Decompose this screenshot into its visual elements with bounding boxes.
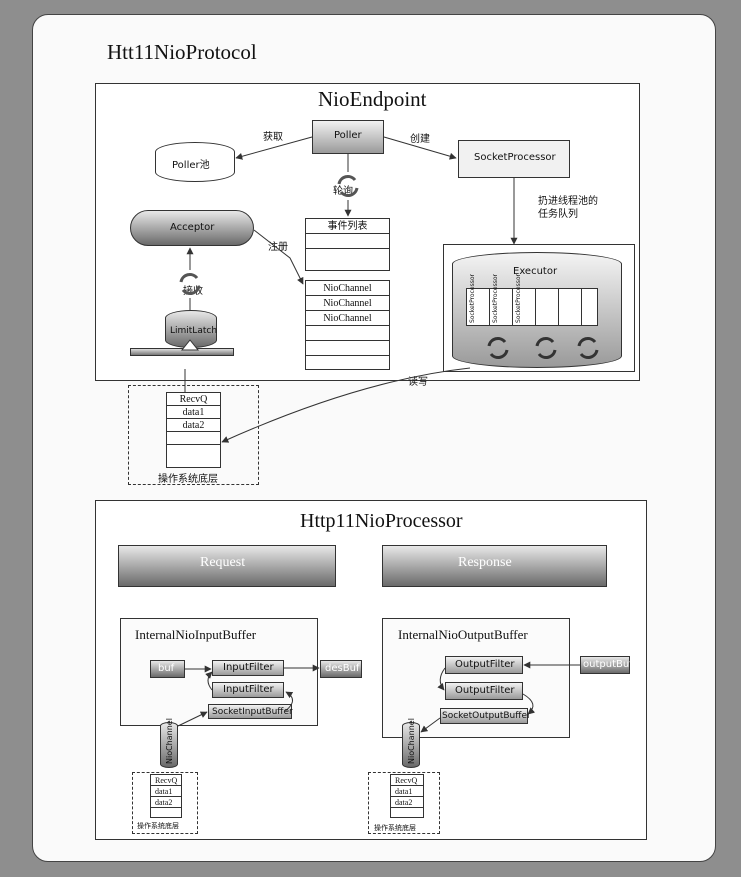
- arrow-channel-input: [177, 711, 208, 727]
- limit-latch-label: LimitLatch: [170, 326, 218, 336]
- processor-title: Http11NioProcessor: [300, 510, 463, 532]
- os-layer-frame: [128, 385, 259, 485]
- cycle-icon: [535, 337, 557, 359]
- input-filter-1-label: InputFilter: [223, 662, 274, 673]
- buf-label: buf: [158, 663, 175, 674]
- mini-os-right-caption: 操作系统底层: [374, 824, 416, 832]
- input-filter-1: [212, 660, 284, 676]
- poller-box: [312, 120, 384, 154]
- executor-slot: SocketProcessor: [513, 274, 536, 325]
- arrow-filter-chain-out-2: [522, 693, 536, 715]
- executor-label: Executor: [513, 266, 558, 277]
- des-buf-box: [320, 660, 362, 678]
- event-list-row: [306, 234, 389, 249]
- input-filter-2-label: InputFilter: [223, 684, 274, 695]
- nio-channel-list: NioChannel NioChannel NioChannel: [305, 280, 390, 370]
- arrow-readwrite: [221, 367, 471, 443]
- acceptor-box: [130, 210, 254, 246]
- latch-base: [130, 348, 234, 356]
- output-filter-1: [445, 656, 523, 674]
- endpoint-title: NioEndpoint: [318, 87, 427, 111]
- mini-os-right-row: data2: [391, 797, 423, 808]
- event-list-header: 事件列表: [306, 219, 389, 234]
- executor-slot: [559, 289, 582, 325]
- readwrite-label: 读写: [408, 377, 428, 388]
- socket-processor-label: SocketProcessor: [474, 152, 556, 163]
- acceptor-label: Acceptor: [170, 222, 215, 233]
- input-buffer-title: InternalNioInputBuffer: [135, 627, 257, 642]
- os-recvq-row: data2: [167, 419, 220, 432]
- os-recvq-row: [167, 432, 220, 445]
- nio-channel-row: [306, 326, 389, 341]
- output-buf-label: outputBuf: [583, 659, 633, 670]
- mini-os-right-header: RecvQ: [391, 775, 423, 786]
- mini-os-right-frame: [368, 772, 440, 834]
- mini-os-right-row: data1: [391, 786, 423, 797]
- os-recvq-row: data1: [167, 406, 220, 419]
- executor-queue: SocketProcessor SocketProcessor SocketPr…: [466, 274, 598, 326]
- output-filter-1-label: OutputFilter: [455, 659, 515, 670]
- nio-channel-cylinder-left: [160, 722, 178, 768]
- executor-slot: SocketProcessor: [467, 274, 490, 325]
- os-recvq-table: RecvQ data1 data2: [166, 392, 221, 468]
- create-label: 创建: [410, 134, 430, 145]
- nio-channel-row: NioChannel: [306, 296, 389, 311]
- executor-slot: [536, 289, 559, 325]
- des-buf-label: desBuf: [325, 663, 360, 674]
- fetch-label: 获取: [263, 132, 283, 143]
- enqueue-label: 扔进线程池的任务队列: [538, 196, 598, 220]
- nio-channel-row: [306, 341, 389, 356]
- mini-os-left-row: data1: [151, 786, 181, 797]
- mini-os-left-row: data2: [151, 797, 181, 808]
- cycle-icon: [337, 175, 359, 197]
- arrow-create: [383, 136, 457, 160]
- poll-label: 轮询: [333, 186, 353, 197]
- output-filter-2: [445, 682, 523, 700]
- register-label: 注册: [268, 242, 288, 253]
- arrow-output-channel: [420, 717, 441, 733]
- cycle-icon: [179, 273, 201, 295]
- socket-input-buffer-label: SocketInputBuffer: [212, 707, 293, 717]
- socket-output-buffer: [440, 708, 528, 724]
- output-buf-box: [580, 656, 630, 674]
- poller-pool-label: Poller池: [172, 160, 210, 171]
- arrow-filter-chain-out-1: [437, 667, 446, 691]
- buf-box: [150, 660, 185, 678]
- response-box: [382, 545, 607, 587]
- mini-os-right-table: RecvQ data1 data2: [390, 774, 424, 818]
- latch-triangle: [180, 339, 200, 351]
- poller-label: Poller: [334, 130, 362, 141]
- protocol-title: Htt11NioProtocol: [107, 40, 257, 64]
- os-layer-caption: 操作系统底层: [158, 474, 218, 485]
- mini-os-left-caption: 操作系统底层: [137, 822, 179, 830]
- mini-os-left-header: RecvQ: [151, 775, 181, 786]
- request-label: Request: [200, 555, 246, 570]
- nio-channel-row: NioChannel: [306, 311, 389, 326]
- nio-channel-cylinder-right: [402, 722, 420, 768]
- arrow-register: [253, 229, 304, 285]
- socket-output-buffer-label: SocketOutputBuffer: [442, 711, 531, 721]
- arrow-filter-chain-in-2: [283, 691, 294, 713]
- poller-pool: [155, 142, 235, 182]
- socket-input-buffer: [208, 704, 292, 719]
- cycle-icon: [577, 337, 599, 359]
- nio-channel-row: NioChannel: [306, 281, 389, 296]
- input-filter-2: [212, 682, 284, 698]
- executor-slot: SocketProcessor: [490, 274, 513, 325]
- mini-os-left-frame: [132, 772, 198, 834]
- output-filter-2-label: OutputFilter: [455, 685, 515, 696]
- mini-os-left-table: RecvQ data1 data2: [150, 774, 182, 818]
- socket-processor-box: [458, 140, 570, 178]
- output-buffer-title: InternalNioOutputBuffer: [398, 627, 528, 642]
- cycle-icon: [487, 337, 509, 359]
- arrow-fetch: [235, 136, 313, 160]
- arrow-filter-chain-in-1: [205, 671, 213, 691]
- os-recvq-header: RecvQ: [167, 393, 220, 406]
- request-box: [118, 545, 336, 587]
- response-label: Response: [458, 555, 512, 570]
- event-list: 事件列表: [305, 218, 390, 271]
